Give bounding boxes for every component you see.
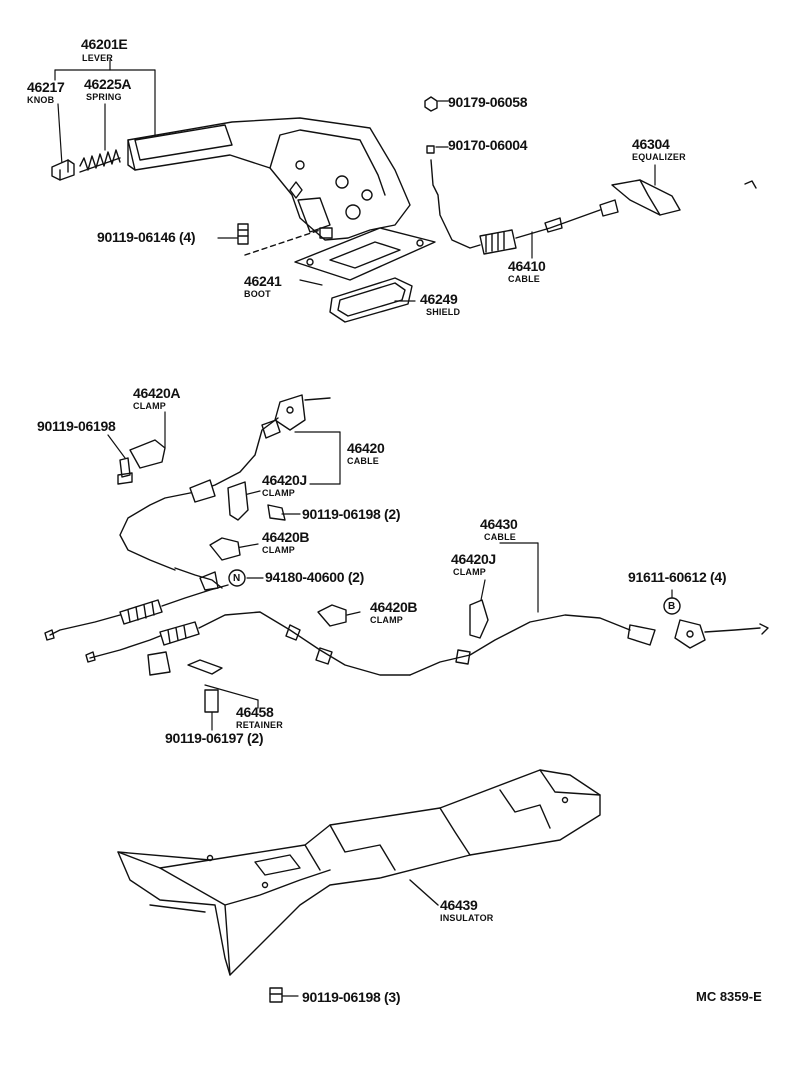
- front-cable-drawing: [425, 97, 618, 254]
- clamp-b2-part-name: CLAMP: [370, 615, 403, 625]
- knob-part-name: KNOB: [27, 95, 55, 105]
- equalizer-drawing: [612, 180, 756, 215]
- spring-part-number: 46225A: [84, 76, 132, 92]
- clamp-j2-drawing: [470, 600, 488, 638]
- clamp-j1-part-number: 46420J: [262, 472, 307, 488]
- lever-drawing: [128, 118, 410, 255]
- boot-part-number: 46241: [244, 273, 282, 289]
- knob-part-number: 46217: [27, 79, 65, 95]
- retainer-bolt-part-number: 90119-06197 (2): [165, 730, 264, 746]
- clamp-a-bolt-part-number: 90119-06198: [37, 418, 116, 434]
- nut-b-marker: B: [668, 601, 676, 612]
- clamp-b1-drawing: [210, 538, 240, 560]
- clamp-a-part-name: CLAMP: [133, 401, 166, 411]
- insulator-drawing: [118, 770, 600, 975]
- retainer-part-number: 46458: [236, 704, 274, 720]
- top-bolt-part-number: 90170-06004: [448, 137, 528, 153]
- clamp-b1-part-name: CLAMP: [262, 545, 295, 555]
- clamp-b1-part-number: 46420B: [262, 529, 310, 545]
- insulator-bolt-drawing: [270, 988, 298, 1002]
- boot-drawing: [295, 228, 435, 280]
- leader-lines-middle: [108, 412, 672, 730]
- equalizer-part-name: EQUALIZER: [632, 152, 686, 162]
- clamp-j2-part-name: CLAMP: [453, 567, 486, 577]
- front-cable-part-number: 46410: [508, 258, 546, 274]
- spring-part-name: SPRING: [86, 92, 122, 102]
- front-cable-part-name: CABLE: [508, 274, 540, 284]
- spring-drawing: [80, 150, 120, 172]
- right-cable-part-name: CABLE: [484, 532, 516, 542]
- diagram-code: MC 8359-E: [696, 989, 762, 1004]
- top-nut-part-number: 90179-06058: [448, 94, 528, 110]
- equalizer-part-number: 46304: [632, 136, 670, 152]
- left-cable-drawing: [120, 395, 330, 590]
- nut-b-part-number: 91611-60612 (4): [628, 569, 727, 585]
- insulator-bolt-part-number: 90119-06198 (3): [302, 989, 401, 1005]
- lever-part-number: 46201E: [81, 36, 128, 52]
- left-cable-part-name: CABLE: [347, 456, 379, 466]
- leader-lines-top: [55, 60, 655, 301]
- lever-bolt-part-number: 90119-06146 (4): [97, 229, 196, 245]
- shield-drawing: [330, 278, 412, 322]
- clamp-j-bolt-part-number: 90119-06198 (2): [302, 506, 401, 522]
- lever-part-name: LEVER: [82, 53, 114, 63]
- right-cable-part-number: 46430: [480, 516, 518, 532]
- clamp-j2-part-number: 46420J: [451, 551, 496, 567]
- shield-part-name: SHIELD: [426, 307, 461, 317]
- nut-n-marker: N: [233, 573, 241, 584]
- insulator-part-name: INSULATOR: [440, 913, 494, 923]
- clamp-a-part-number: 46420A: [133, 385, 181, 401]
- clamp-b2-drawing: [318, 605, 346, 626]
- lever-bolt-drawing: [238, 224, 248, 244]
- retainer-drawing: [188, 660, 222, 712]
- left-cable-part-number: 46420: [347, 440, 385, 456]
- clamp-j1-part-name: CLAMP: [262, 488, 295, 498]
- clamp-j1-drawing: [228, 482, 285, 520]
- clamp-b2-part-number: 46420B: [370, 599, 418, 615]
- nut-n-part-number: 94180-40600 (2): [265, 569, 365, 585]
- nut-b-drawing: [664, 598, 680, 614]
- insulator-part-number: 46439: [440, 897, 478, 913]
- retainer-part-name: RETAINER: [236, 720, 283, 730]
- boot-part-name: BOOT: [244, 289, 271, 299]
- knob-drawing: [52, 160, 74, 180]
- shield-part-number: 46249: [420, 291, 458, 307]
- lower-cables-drawing: [45, 585, 768, 675]
- nut-n-drawing: [229, 570, 245, 586]
- clamp-a-drawing: [118, 440, 165, 484]
